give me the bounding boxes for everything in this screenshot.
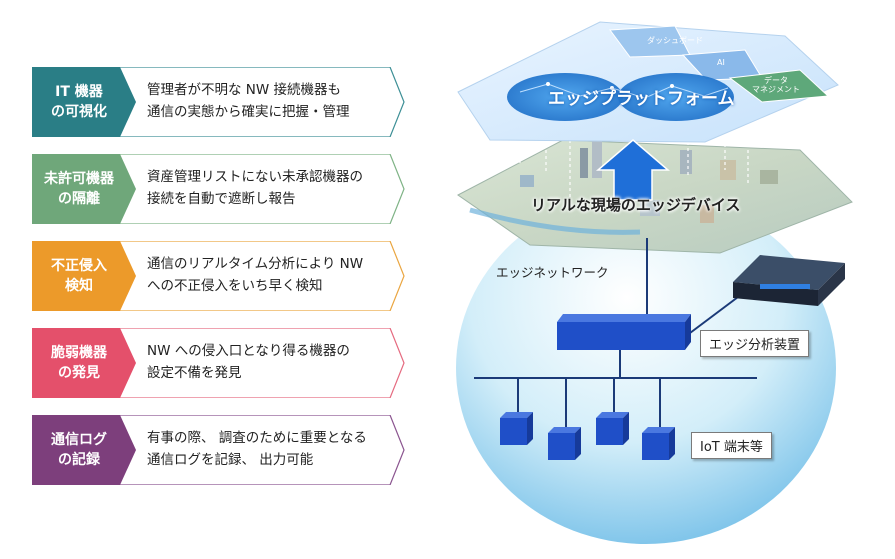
edge-network-bubble — [456, 192, 836, 544]
platform-label: エッジプラットフォーム — [548, 89, 735, 109]
iot-device-4 — [642, 427, 675, 460]
card-tag: IT 機器 の可視化 — [51, 84, 107, 120]
card-description: 管理者が不明な NW 接続機器も 通信の実態から確実に把握・管理 — [147, 82, 350, 120]
card-it-visualization: IT 機器 の可視化 管理者が不明な NW 接続機器も 通信の実態から確実に把握・… — [32, 67, 405, 137]
iot-devices — [500, 412, 675, 460]
card-description: 通信のリアルタイム分析により NW への不正侵入をいち早く検知 — [147, 256, 364, 294]
network-switch — [557, 314, 691, 350]
card-tag: 通信ログ の記録 — [51, 432, 107, 468]
iot-device-label: IoT 端末等 — [691, 432, 772, 459]
field-label: リアルな現場のエッジデバイス — [531, 196, 741, 214]
tile-dashboard: ダッシュボード — [647, 36, 703, 45]
card-description: NW への侵入口となり得る機器の 設定不備を発見 — [147, 343, 350, 381]
card-tag: 脆弱機器 の発見 — [51, 345, 107, 381]
card-vulnerable-discovery: 脆弱機器 の発見 NW への侵入口となり得る機器の 設定不備を発見 — [32, 328, 405, 398]
edge-analyzer-label: エッジ分析装置 — [700, 330, 810, 357]
card-unauthorized-isolation: 未許可機器 の隔離資産管理リストにない未承認機器の 接続を自動で遮断し報告 — [32, 154, 405, 224]
tile-ai: AI — [717, 58, 725, 67]
card-description: 資産管理リストにない未承認機器の 接続を自動で遮断し報告 — [147, 169, 363, 207]
iot-device-2 — [548, 427, 581, 460]
tile-data-management: データ マネジメント — [752, 76, 800, 94]
card-intrusion-detection: 不正侵入 検知 通信のリアルタイム分析により NW への不正侵入をいち早く検知 — [32, 241, 405, 311]
card-description: 有事の際、 調査のために重要となる 通信ログを記録、 出力可能 — [147, 430, 367, 468]
card-log-recording: 通信ログ の記録 有事の際、 調査のために重要となる 通信ログを記録、 出力可能 — [32, 415, 405, 485]
upload-arrow — [595, 139, 671, 201]
card-tag: 不正侵入 検知 — [51, 258, 107, 294]
edge-analyzer-device — [733, 255, 845, 306]
edge-network-label: エッジネットワーク — [496, 265, 609, 280]
iot-device-1 — [500, 412, 533, 445]
card-tag: 未許可機器 の隔離 — [44, 171, 114, 207]
iot-device-3 — [596, 412, 629, 445]
